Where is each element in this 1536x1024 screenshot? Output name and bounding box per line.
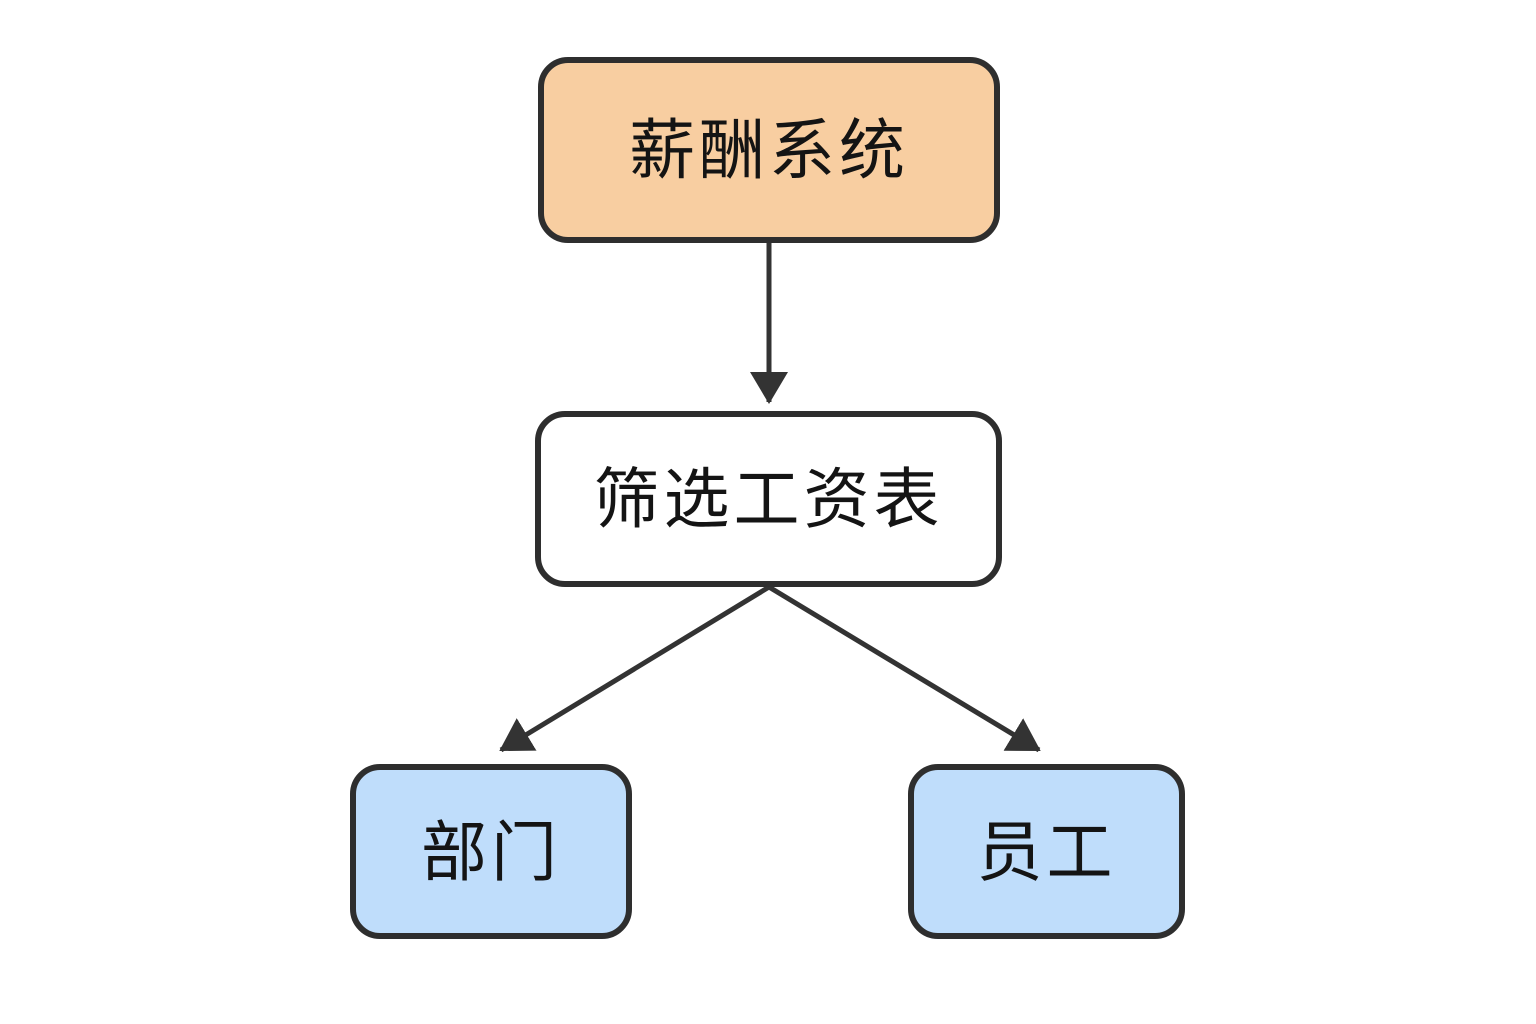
node-department-label: 部门 — [421, 814, 561, 889]
node-department: 部门 — [350, 764, 632, 939]
edge-filter-payroll-to-department — [499, 584, 771, 753]
node-salary-system: 薪酬系统 — [538, 57, 1000, 243]
node-filter-payroll-label: 筛选工资表 — [593, 462, 944, 536]
node-salary-system-label: 薪酬系统 — [629, 113, 909, 187]
node-employee-label: 员工 — [976, 814, 1117, 889]
node-employee: 员工 — [908, 764, 1185, 939]
edge-filter-payroll-to-employee — [767, 584, 1041, 753]
node-filter-payroll: 筛选工资表 — [535, 411, 1002, 587]
